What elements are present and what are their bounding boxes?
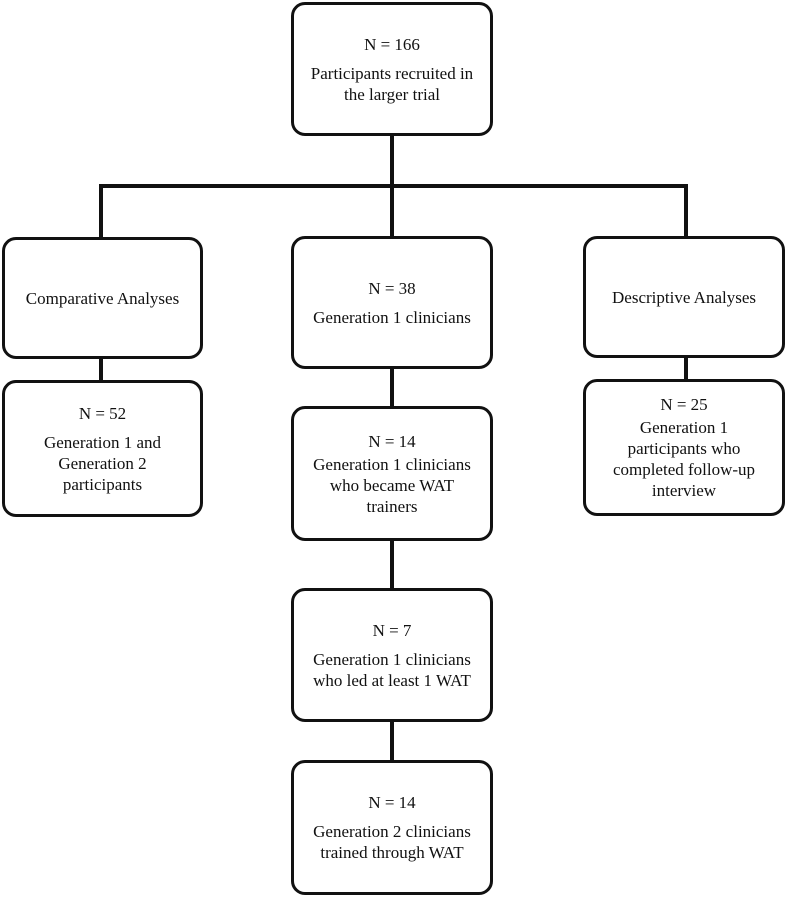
box-descriptive-analyses: Descriptive Analyses: [583, 236, 785, 358]
box-count: N = 166: [364, 34, 420, 54]
box-count: N = 52: [78, 403, 127, 423]
box-description: Generation 2 clinicians trained through …: [313, 822, 471, 862]
box-description: Generation 1 clinicians who became WAT t…: [313, 454, 471, 516]
box-generation1-clinicians: N = 38 Generation 1 clinicians: [291, 236, 493, 369]
box-follow-up-participants: N = 25 Generation 1 participants who com…: [583, 379, 785, 516]
box-led-wat: N = 7 Generation 1 clinicians who led at…: [291, 588, 493, 722]
box-count: N = 25: [660, 395, 708, 414]
box-wat-trainers: N = 14 Generation 1 clinicians who becam…: [291, 406, 493, 541]
box-description: Generation 1 clinicians who led at least…: [313, 649, 471, 690]
box-participants-recruited: N = 166 Participants recruited in the la…: [291, 2, 493, 136]
box-description: Generation 1 and Generation 2 participan…: [43, 432, 162, 494]
box-generation2-clinicians: N = 14 Generation 2 clinicians trained t…: [291, 760, 493, 895]
box-count: N = 14: [368, 431, 416, 451]
box-description: Generation 1 clinicians: [313, 307, 471, 327]
box-description: Generation 1 participants who completed …: [612, 418, 756, 500]
box-comparative-analyses: Comparative Analyses: [2, 237, 203, 359]
box-description: Participants recruited in the larger tri…: [310, 63, 474, 104]
box-count: N = 14: [368, 793, 416, 812]
box-comparative-participants: N = 52 Generation 1 and Generation 2 par…: [2, 380, 203, 517]
box-title: Comparative Analyses: [25, 288, 180, 308]
box-count: N = 38: [368, 278, 416, 298]
box-title: Descriptive Analyses: [612, 287, 756, 307]
box-count: N = 7: [372, 620, 412, 640]
